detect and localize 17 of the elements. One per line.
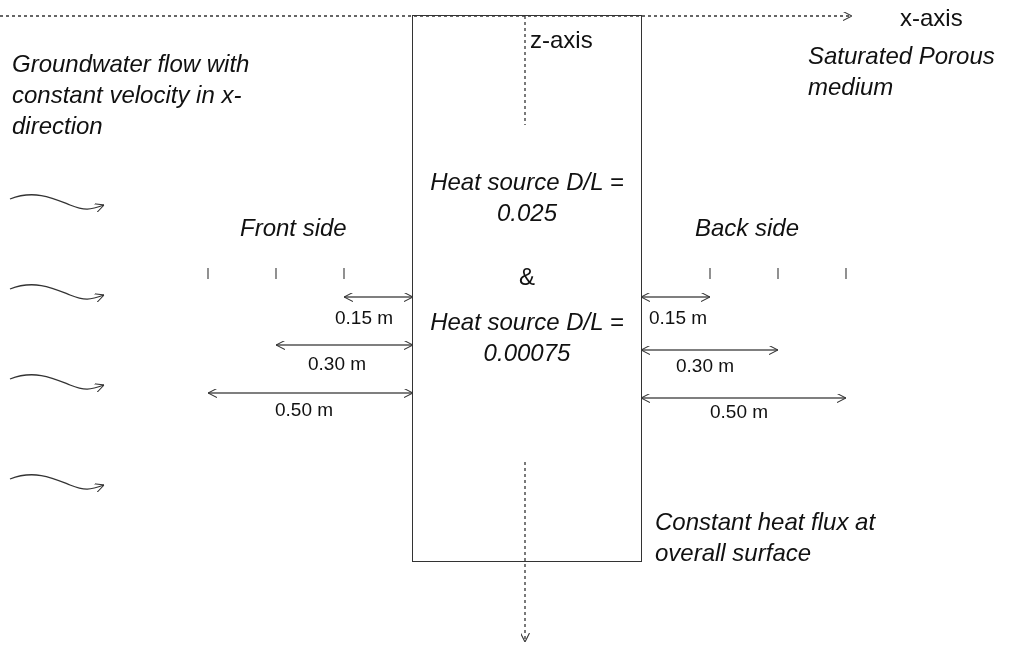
dimension-label: 0.30 m <box>676 354 735 378</box>
dimension-label: 0.30 m <box>308 352 367 376</box>
note-text: Constant heat flux at overall surface <box>655 507 877 569</box>
side-label: Front side <box>240 213 347 243</box>
dimension-label: 0.50 m <box>710 400 769 424</box>
side-label: Back side <box>695 213 800 243</box>
heat-source-box <box>412 15 642 562</box>
ampersand-label: & <box>518 262 536 292</box>
dimension-label: 0.15 m <box>335 306 394 330</box>
dimension-label: 0.50 m <box>275 398 334 422</box>
heat-source-label: Heat source D/L = 0.00075 <box>429 307 625 369</box>
axis-label: x-axis <box>900 3 963 33</box>
note-text: Saturated Porous medium <box>808 41 996 103</box>
heat-source-label: Heat source D/L = 0.025 <box>429 167 625 229</box>
axis-label: z-axis <box>530 25 593 55</box>
note-text: Groundwater flow with constant velocity in x-direction <box>12 49 251 142</box>
dimension-label: 0.15 m <box>649 306 708 330</box>
